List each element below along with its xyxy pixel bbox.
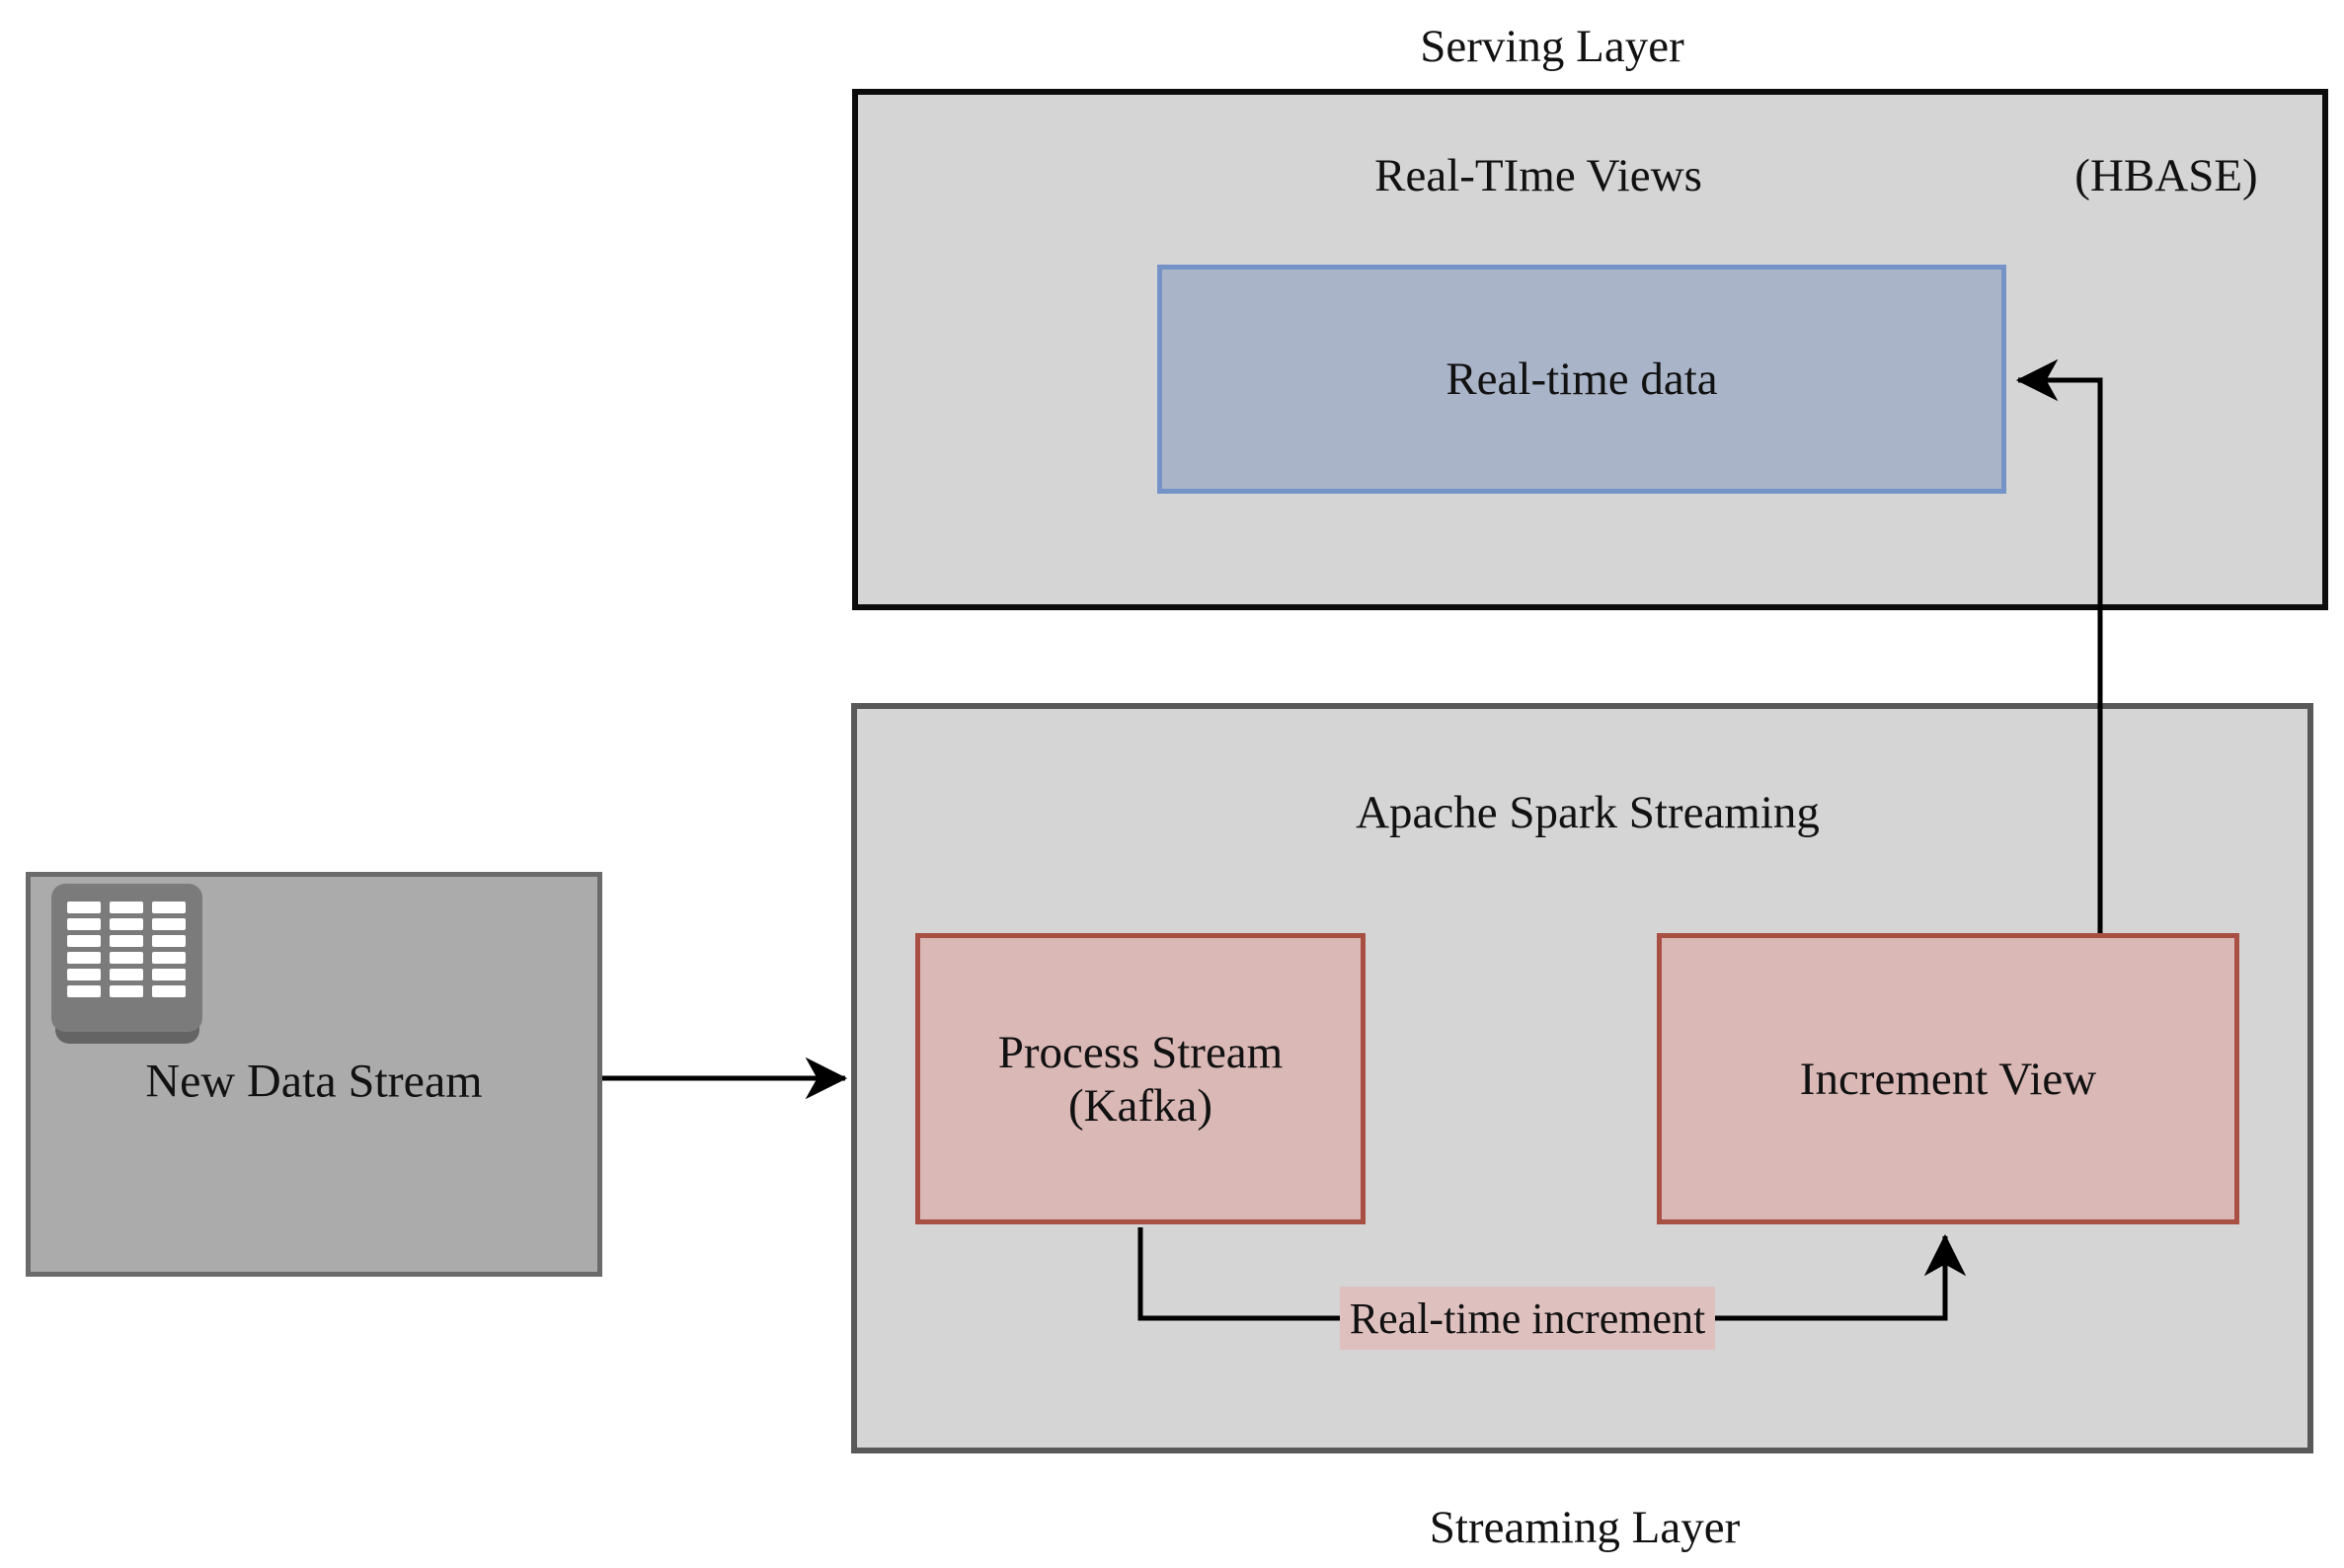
realtime-data-box: Real-time data xyxy=(1157,265,2006,494)
realtime-data-label: Real-time data xyxy=(1445,353,1718,405)
realtime-views-label: Real-TIme Views xyxy=(1374,149,1702,201)
table-grid-icon-cells xyxy=(67,902,186,997)
process-stream-label-line2: (Kafka) xyxy=(1067,1079,1213,1132)
realtime-increment-edge-label: Real-time increment xyxy=(1340,1287,1715,1350)
increment-view-label: Increment View xyxy=(1799,1053,2097,1105)
process-stream-box: Process Stream (Kafka) xyxy=(915,933,1366,1224)
streaming-layer-title: Streaming Layer xyxy=(1429,1501,1741,1553)
hbase-label: (HBASE) xyxy=(2074,149,2258,201)
spark-streaming-label: Apache Spark Streaming xyxy=(1356,786,1820,838)
increment-view-box: Increment View xyxy=(1657,933,2239,1224)
table-grid-icon xyxy=(51,884,202,1044)
process-stream-label-line1: Process Stream xyxy=(997,1026,1284,1078)
new-data-stream-label: New Data Stream xyxy=(145,1055,483,1108)
serving-layer-title: Serving Layer xyxy=(1420,20,1684,72)
